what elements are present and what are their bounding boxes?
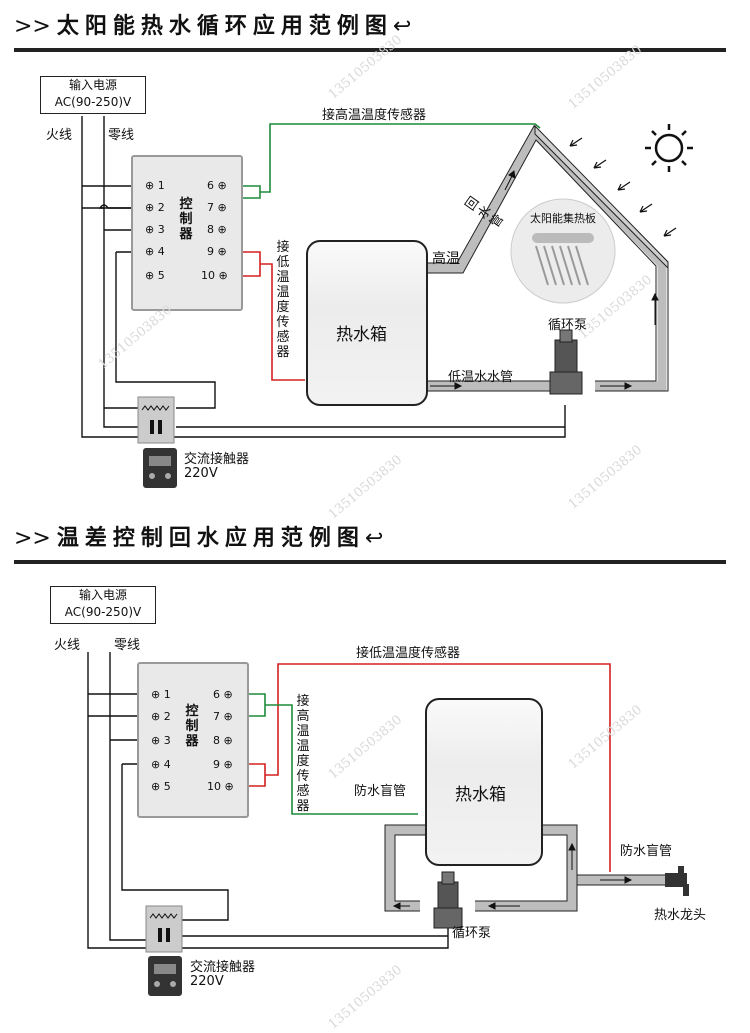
d2-neutral-label: 零线 (114, 638, 141, 653)
d2-terminal-2: ⊕ 2 (151, 710, 171, 723)
d2-terminal-7: 7 ⊕ (213, 710, 233, 723)
d2-blind-pipe-label-1: 防水盲管 (354, 784, 407, 799)
sun-ray-arrows (569, 137, 677, 237)
d2-low-sensor-label: 接低温温度传感器 (356, 646, 461, 661)
d1-live-label: 火线 (46, 128, 73, 143)
d2-controller-label: 控制器 (185, 704, 199, 749)
d1-high-sensor-wire (230, 123, 541, 199)
d1-low-sensor-label: 接低温温度传感器 (276, 240, 290, 360)
d1-neutral-label: 零线 (108, 128, 135, 143)
d2-live-label: 火线 (54, 638, 81, 653)
d1-collector-panel (534, 124, 669, 270)
d1-tank-label: 热水箱 (336, 325, 387, 345)
d1-terminal-9: 9 ⊕ (207, 245, 227, 258)
diagram2-title: >>温差控制回水应用范例图↩ (14, 520, 383, 552)
d2-contactor-coil (145, 905, 183, 953)
d1-pump-label: 循环泵 (548, 318, 588, 333)
diagram1-title-rule (14, 48, 726, 52)
d1-terminal-1: ⊕ 1 (145, 179, 165, 192)
d2-pipe-outline (384, 824, 665, 912)
d2-terminal-5: ⊕ 5 (151, 780, 171, 793)
d1-pump-icon (549, 329, 583, 395)
d1-terminal-2: ⊕ 2 (145, 201, 165, 214)
d1-flow-arrows (430, 170, 659, 390)
d2-flow-arrows (392, 842, 633, 910)
diagram2-title-rule (14, 560, 726, 564)
d2-red-sensor-wire (236, 663, 611, 872)
diagram2-title-text: 温差控制回水应用范例图 (56, 526, 365, 551)
d2-hot-water-tank: 热水箱 (425, 698, 543, 866)
d1-voltage-label: 220V (184, 466, 218, 481)
d2-pump-icon (433, 871, 463, 929)
d1-hot-water-tank: 热水箱 (306, 240, 428, 406)
d2-pump-label: 循环泵 (452, 926, 492, 941)
d2-power-wires (87, 652, 449, 949)
d1-high-temp-label: 高温 (432, 251, 460, 267)
d2-high-sensor-label: 接高温温度传感器 (296, 694, 310, 814)
diagram1-title: >>太阳能热水循环应用范例图↩ (14, 8, 411, 40)
collector-inset (510, 198, 616, 304)
d1-controller: 控制器 ⊕ 1 ⊕ 2 ⊕ 3 ⊕ 4 ⊕ 5 6 ⊕ 7 ⊕ 8 ⊕ 9 ⊕ … (131, 155, 243, 311)
d1-power-box: 输入电源 AC(90-250)V (40, 76, 146, 114)
title-arrow-mark: >> (14, 14, 51, 39)
diagram1-title-text: 太阳能热水循环应用范例图 (56, 14, 393, 39)
d1-low-sensor-wire (230, 251, 305, 381)
title-corner-glyph: ↩ (392, 14, 412, 39)
d1-terminal-10: 10 ⊕ (201, 269, 228, 282)
title-corner-glyph-2: ↩ (364, 526, 384, 551)
d1-power-title: 输入电源 (68, 78, 117, 92)
d1-contactor-icon (143, 448, 177, 488)
d2-power-title: 输入电源 (78, 588, 127, 602)
d2-terminal-1: ⊕ 1 (151, 688, 171, 701)
d2-green-sensor-wire (236, 693, 418, 815)
d1-terminal-6: 6 ⊕ (207, 179, 227, 192)
d2-contactor-label: 交流接触器 (190, 960, 256, 975)
d2-voltage-label: 220V (190, 974, 224, 989)
faucet-icon (665, 866, 689, 896)
d2-terminal-9: 9 ⊕ (213, 758, 233, 771)
sun-icon (645, 124, 693, 172)
d2-tank-label: 热水箱 (455, 785, 506, 805)
d2-power-spec: AC(90-250)V (64, 605, 142, 619)
d2-terminal-3: ⊕ 3 (151, 734, 171, 747)
d2-controller: 控制器 ⊕ 1 ⊕ 2 ⊕ 3 ⊕ 4 ⊕ 5 6 ⊕ 7 ⊕ 8 ⊕ 9 ⊕ … (137, 662, 249, 818)
d1-power-spec: AC(90-250)V (54, 95, 132, 109)
d2-terminal-4: ⊕ 4 (151, 758, 171, 771)
d1-contactor-coil (137, 396, 175, 444)
d1-terminal-7: 7 ⊕ (207, 201, 227, 214)
d1-collector-label: 太阳能集热板 (530, 212, 596, 225)
d1-controller-label: 控制器 (179, 197, 193, 242)
d2-contactor-icon (148, 956, 182, 996)
d1-contactor-label: 交流接触器 (184, 452, 250, 467)
title-arrow-mark-2: >> (14, 526, 51, 551)
d2-faucet-label: 热水龙头 (654, 908, 707, 923)
d1-low-pipe-label: 低温水水管 (448, 370, 514, 385)
d2-blind-pipe-label-2: 防水盲管 (620, 844, 673, 859)
d2-terminal-6: 6 ⊕ (213, 688, 233, 701)
d1-terminal-8: 8 ⊕ (207, 223, 227, 236)
d2-power-box: 输入电源 AC(90-250)V (50, 586, 156, 624)
d2-terminal-8: 8 ⊕ (213, 734, 233, 747)
d1-terminal-3: ⊕ 3 (145, 223, 165, 236)
d1-terminal-5: ⊕ 5 (145, 269, 165, 282)
d1-high-sensor-label: 接高温温度传感器 (322, 108, 427, 123)
d2-terminal-10: 10 ⊕ (207, 780, 234, 793)
d1-terminal-4: ⊕ 4 (145, 245, 165, 258)
